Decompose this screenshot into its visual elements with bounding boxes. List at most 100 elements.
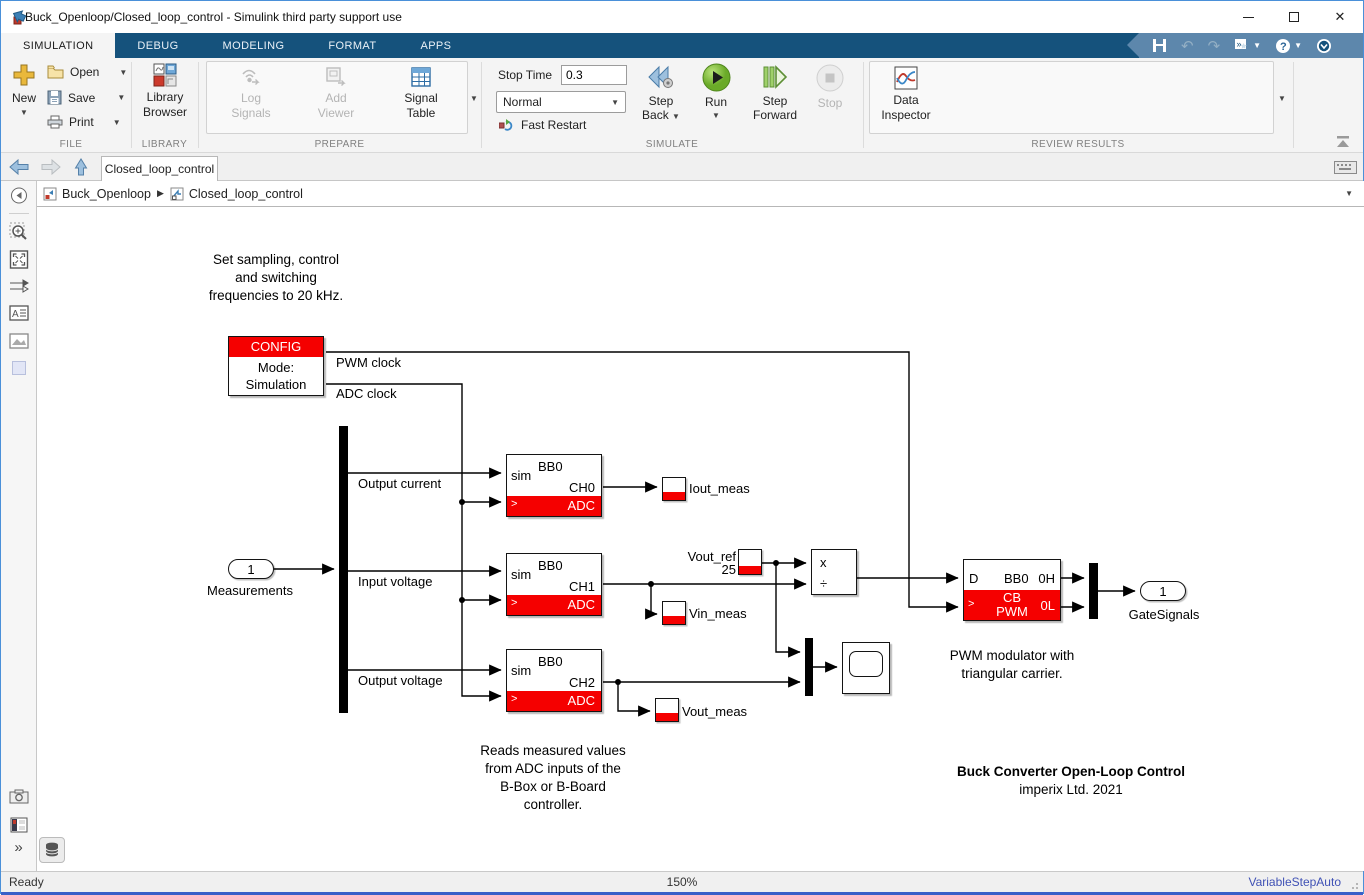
maximize-icon bbox=[1289, 12, 1299, 22]
fast-restart-toggle[interactable]: Fast Restart bbox=[499, 118, 586, 132]
breadcrumb-dropdown-button[interactable]: ▼ bbox=[1345, 189, 1353, 198]
library-browser-label-2: Browser bbox=[142, 105, 187, 119]
tab-apps[interactable]: APPS bbox=[420, 39, 452, 52]
document-tab-label: Closed_loop_control bbox=[104, 162, 215, 176]
breadcrumb-current[interactable]: Closed_loop_control bbox=[188, 186, 303, 201]
up-to-parent-button[interactable] bbox=[72, 157, 90, 177]
help-icon: ? bbox=[1276, 38, 1291, 53]
adc-block-ch0[interactable]: sim BB0 CH0 > ADC bbox=[506, 454, 602, 517]
outport-gatesignals-label: GateSignals bbox=[1128, 607, 1200, 622]
redo-button[interactable]: ↷ bbox=[1208, 37, 1221, 55]
status-solver[interactable]: VariableStepAuto bbox=[1248, 875, 1341, 889]
simulation-mode-value: Normal bbox=[503, 95, 542, 109]
stop-time-input[interactable] bbox=[561, 65, 627, 85]
close-button[interactable]: ✕ bbox=[1317, 1, 1363, 33]
vout-ref-label: Vout_ref 25 bbox=[687, 549, 736, 577]
annotation-tool[interactable]: A bbox=[8, 305, 29, 321]
shortcuts-icon: » bbox=[1235, 39, 1247, 49]
tab-debug[interactable]: DEBUG bbox=[137, 39, 179, 52]
add-viewer-label-2: Viewer bbox=[317, 106, 355, 120]
tab-simulation[interactable]: SIMULATION bbox=[1, 33, 116, 58]
group-label-review-results: REVIEW RESULTS bbox=[1031, 139, 1125, 150]
review-results-gallery-box bbox=[869, 61, 1274, 134]
keyboard-shortcuts-icon[interactable] bbox=[1334, 161, 1357, 174]
probe-iout[interactable] bbox=[662, 477, 686, 501]
stop-button[interactable]: Stop bbox=[809, 64, 851, 110]
adc-block-ch2[interactable]: sim BB0 CH2 > ADC bbox=[506, 649, 602, 712]
adc-block-ch1[interactable]: sim BB0 CH1 > ADC bbox=[506, 553, 602, 616]
viewmarks-tool[interactable] bbox=[10, 817, 28, 833]
group-label-library: LIBRARY bbox=[141, 139, 188, 150]
resize-grip[interactable] bbox=[1349, 880, 1359, 890]
screenshot-tool[interactable] bbox=[9, 789, 29, 804]
run-button[interactable]: Run ▼ bbox=[695, 63, 737, 120]
pwm-block[interactable]: D BB0 0H > CB PWM 0L bbox=[963, 559, 1061, 621]
collapse-ribbon-button[interactable] bbox=[1335, 136, 1351, 148]
annotation-reads-adc: Reads measured values from ADC inputs of… bbox=[480, 743, 626, 812]
review-gallery-expand-button[interactable]: ▼ bbox=[1278, 94, 1286, 103]
open-button[interactable]: Open ▼ bbox=[47, 65, 127, 79]
tab-modeling[interactable]: MODELING bbox=[222, 39, 285, 52]
gate-mux-bar bbox=[1089, 563, 1098, 619]
expand-palette-button[interactable]: » bbox=[14, 839, 23, 856]
library-browser-icon bbox=[153, 63, 177, 87]
save-button[interactable]: Save ▼ bbox=[47, 90, 125, 105]
open-label: Open bbox=[70, 65, 100, 79]
ribbon-toolbar: New ▼ Open ▼ Save ▼ Print ▼ FILE bbox=[1, 58, 1363, 153]
window-title: Buck_Openloop/Closed_loop_control - Simu… bbox=[25, 10, 402, 24]
print-label: Print bbox=[69, 115, 94, 129]
run-label: Run bbox=[704, 95, 727, 109]
chevron-down-icon: ▼ bbox=[117, 93, 126, 102]
area-tool[interactable] bbox=[11, 361, 26, 375]
upgrade-button[interactable] bbox=[1316, 38, 1332, 54]
model-canvas[interactable]: Set sampling, control and switching freq… bbox=[37, 207, 1364, 871]
signal-label-output-current: Output current bbox=[358, 476, 442, 491]
fast-restart-label: Fast Restart bbox=[521, 118, 587, 132]
minimize-button[interactable] bbox=[1225, 1, 1271, 33]
print-button[interactable]: Print ▼ bbox=[47, 115, 121, 129]
status-ready: Ready bbox=[9, 875, 44, 889]
divide-block[interactable]: x ÷ bbox=[811, 549, 857, 595]
chevron-down-icon: ▼ bbox=[20, 108, 28, 117]
help-button[interactable]: ? ▼ bbox=[1275, 38, 1302, 54]
new-icon bbox=[13, 64, 35, 86]
probe-vout[interactable] bbox=[655, 698, 679, 722]
probe-vin[interactable] bbox=[662, 601, 686, 625]
add-viewer-label-1: Add bbox=[325, 91, 347, 105]
new-button[interactable]: New ▼ bbox=[7, 63, 41, 117]
forward-button[interactable] bbox=[41, 159, 61, 175]
data-inspector-button[interactable]: Data Inspector bbox=[875, 66, 937, 123]
model-data-access-button[interactable] bbox=[39, 837, 65, 863]
library-browser-button[interactable]: Library Browser bbox=[138, 63, 192, 120]
scope-block[interactable] bbox=[842, 642, 890, 694]
tab-format[interactable]: FORMAT bbox=[328, 39, 377, 52]
undo-button[interactable]: ↶ bbox=[1181, 37, 1194, 55]
step-forward-button[interactable]: Step Forward bbox=[747, 64, 803, 122]
quick-save-button[interactable] bbox=[1152, 38, 1167, 53]
step-back-button[interactable]: Step Back ▼ bbox=[635, 64, 687, 122]
breadcrumb-root[interactable]: Buck_Openloop bbox=[62, 186, 151, 201]
adc-clock-label: ADC clock bbox=[336, 386, 397, 401]
add-viewer-button[interactable]: Add Viewer bbox=[304, 66, 368, 121]
image-tool[interactable] bbox=[8, 333, 29, 349]
annotation-pwm-modulator: PWM modulator with triangular carrier. bbox=[949, 648, 1075, 681]
hide-explorer-bar-button[interactable] bbox=[10, 187, 27, 204]
navigation-bar: Closed_loop_control bbox=[1, 153, 1363, 181]
document-tab[interactable]: Closed_loop_control bbox=[101, 156, 218, 181]
log-signals-button[interactable]: Log Signals bbox=[219, 66, 283, 121]
back-button[interactable] bbox=[9, 159, 29, 175]
inport-measurements[interactable]: 1 bbox=[228, 559, 274, 579]
signal-routing-tool[interactable] bbox=[9, 279, 29, 293]
signal-table-button[interactable]: Signal Table bbox=[389, 66, 453, 121]
maximize-button[interactable] bbox=[1271, 1, 1317, 33]
data-inspector-icon bbox=[894, 66, 918, 90]
simulation-mode-select[interactable]: Normal ▼ bbox=[496, 91, 626, 113]
model-icon bbox=[43, 187, 57, 200]
prepare-gallery-expand-button[interactable]: ▼ bbox=[470, 94, 478, 103]
constant-vout-ref[interactable] bbox=[738, 549, 762, 575]
fit-to-view-tool[interactable] bbox=[9, 250, 28, 269]
config-block[interactable]: CONFIG Mode: Simulation bbox=[228, 336, 324, 396]
zoom-region-tool[interactable] bbox=[9, 222, 29, 242]
outport-gatesignals[interactable]: 1 bbox=[1140, 581, 1186, 601]
customize-quick-access-button[interactable]: » ▼ bbox=[1234, 38, 1261, 53]
